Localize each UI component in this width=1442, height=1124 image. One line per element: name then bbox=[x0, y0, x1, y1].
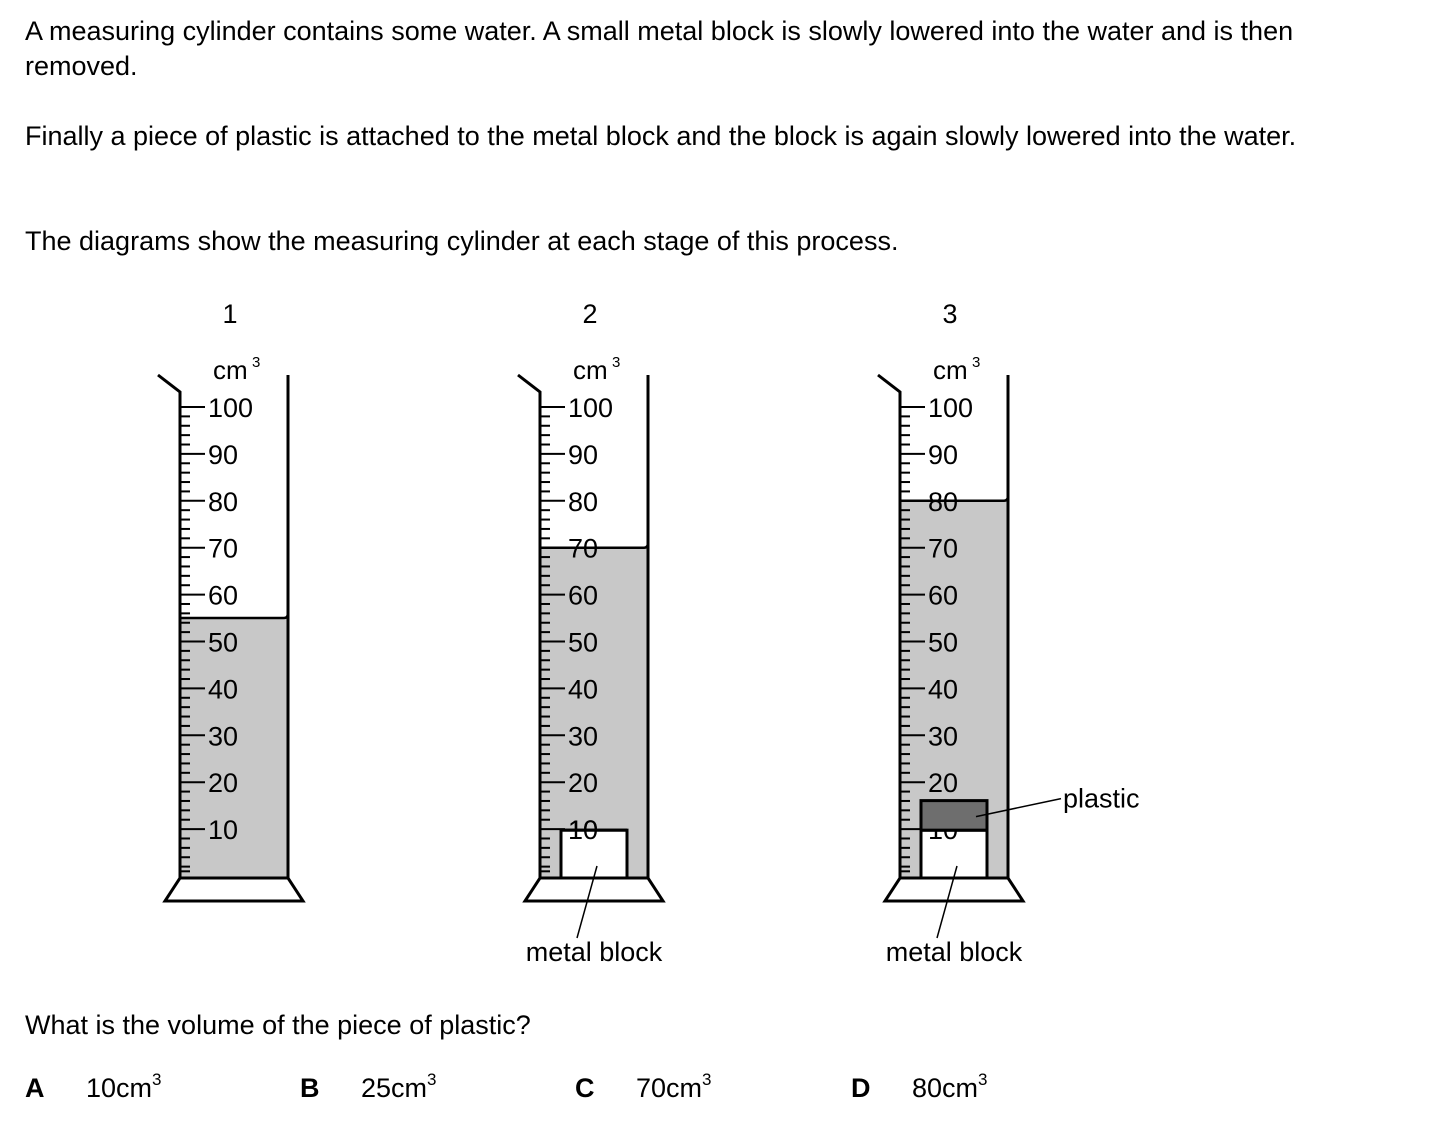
option-unit: cm bbox=[391, 1073, 428, 1103]
cylinder-base bbox=[162, 876, 306, 903]
metal-block-label: metal block bbox=[526, 937, 663, 967]
scale-label: 100 bbox=[568, 393, 613, 423]
metal-block-label: metal block bbox=[886, 937, 1023, 967]
option-value: 70 bbox=[636, 1073, 667, 1103]
metal-block-pointer bbox=[936, 865, 958, 939]
scale-label: 10 bbox=[208, 815, 238, 845]
unit-label: cm bbox=[573, 355, 608, 385]
plastic-label: plastic bbox=[1063, 784, 1140, 814]
scale-label: 50 bbox=[208, 628, 238, 658]
scale-label: 90 bbox=[208, 440, 238, 470]
scale-label: 100 bbox=[928, 393, 973, 423]
scale-label: 20 bbox=[568, 768, 598, 798]
option-letter: C bbox=[575, 1073, 595, 1103]
option-power: 3 bbox=[978, 1070, 988, 1089]
scale-label: 80 bbox=[208, 487, 238, 517]
second-paragraph: Finally a piece of plastic is attached t… bbox=[25, 121, 1297, 151]
scale-label: 60 bbox=[208, 581, 238, 611]
scale-label: 60 bbox=[568, 581, 598, 611]
scale-label: 30 bbox=[208, 721, 238, 751]
unit-label: cm bbox=[213, 355, 248, 385]
cylinder-number: 2 bbox=[582, 299, 597, 329]
third-paragraph: The diagrams show the measuring cylinder… bbox=[25, 226, 899, 256]
scale-label: 40 bbox=[568, 674, 598, 704]
intro-paragraph: A measuring cylinder contains some water… bbox=[25, 16, 1294, 81]
scale-label: 60 bbox=[928, 581, 958, 611]
plastic-piece bbox=[919, 799, 989, 832]
option-value: 10 bbox=[86, 1073, 117, 1103]
water bbox=[540, 547, 648, 878]
scale-label: 70 bbox=[928, 534, 958, 564]
scale-label: 40 bbox=[928, 674, 958, 704]
plastic-pointer bbox=[975, 797, 1062, 818]
unit-power: 3 bbox=[972, 354, 980, 371]
option-unit: cm bbox=[942, 1073, 979, 1103]
cylinder-left-wall bbox=[517, 373, 542, 878]
scale-label: 20 bbox=[928, 768, 958, 798]
cylinder-number: 1 bbox=[222, 299, 237, 329]
scale-label: 80 bbox=[568, 487, 598, 517]
option-value: 80 bbox=[912, 1073, 943, 1103]
option-letter: D bbox=[851, 1073, 871, 1103]
unit-label: cm bbox=[933, 355, 968, 385]
option-letter: B bbox=[300, 1073, 320, 1103]
option-power: 3 bbox=[427, 1070, 437, 1089]
scale-label: 90 bbox=[928, 440, 958, 470]
scale-label: 50 bbox=[568, 628, 598, 658]
unit-power: 3 bbox=[612, 354, 620, 371]
scale-label: 30 bbox=[568, 721, 598, 751]
unit-power: 3 bbox=[252, 354, 260, 371]
scale-label: 20 bbox=[208, 768, 238, 798]
option-power: 3 bbox=[702, 1070, 712, 1089]
scale-label: 100 bbox=[208, 393, 253, 423]
water-surface bbox=[180, 612, 290, 620]
option-unit: cm bbox=[116, 1073, 153, 1103]
metal-block-pointer bbox=[576, 865, 598, 939]
scale-label: 30 bbox=[928, 721, 958, 751]
option-value: 25 bbox=[361, 1073, 392, 1103]
scale-label: 70 bbox=[208, 534, 238, 564]
scale-label: 90 bbox=[568, 440, 598, 470]
option-letter: A bbox=[25, 1073, 45, 1103]
water bbox=[180, 618, 288, 878]
cylinder-base bbox=[882, 876, 1026, 903]
cylinder-number: 3 bbox=[942, 299, 957, 329]
cylinder-left-wall bbox=[877, 373, 902, 878]
cylinder-left-wall bbox=[157, 373, 182, 878]
cylinder-base bbox=[522, 876, 666, 903]
option-power: 3 bbox=[152, 1070, 162, 1089]
scale-label: 40 bbox=[208, 674, 238, 704]
question-text: What is the volume of the piece of plast… bbox=[25, 1010, 531, 1040]
scale-label: 50 bbox=[928, 628, 958, 658]
option-unit: cm bbox=[666, 1073, 703, 1103]
